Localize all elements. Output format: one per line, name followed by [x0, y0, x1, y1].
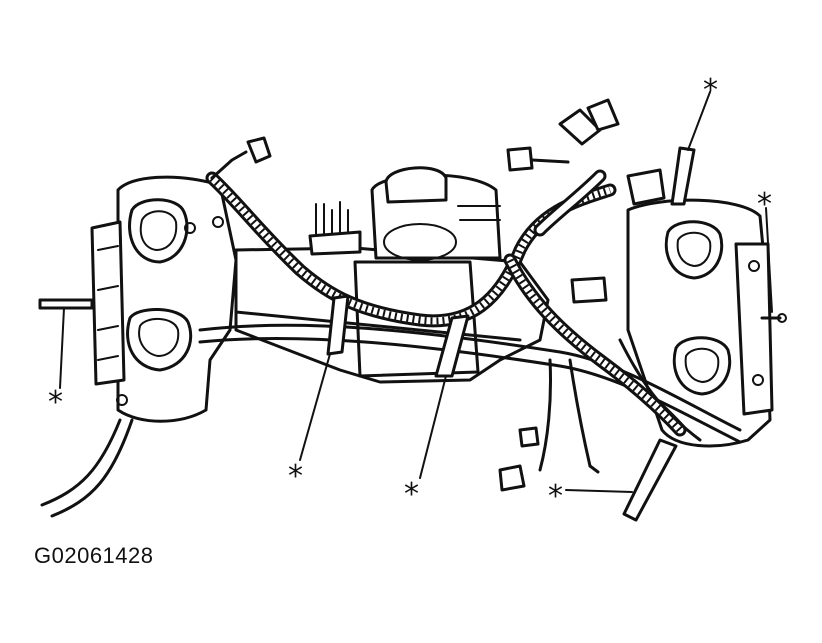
- leader-line-left: [59, 307, 65, 389]
- leader-line-center: [419, 375, 447, 479]
- wiring-harness: [205, 136, 702, 472]
- left-intake-manifold: [90, 175, 238, 423]
- leader-line-right: [765, 207, 773, 313]
- marker-asterisk-center-left: *: [288, 459, 303, 494]
- marker-asterisk-left: *: [48, 385, 63, 420]
- marker-asterisk-right: *: [757, 187, 772, 222]
- leader-line-bottom-right: [565, 489, 633, 493]
- lower-left-hose: [40, 418, 134, 518]
- right-intake-manifold: [626, 198, 787, 448]
- marker-asterisk-top-right: *: [703, 73, 718, 108]
- leader-line-center-left: [299, 353, 331, 461]
- leader-line-top-right: [687, 91, 711, 151]
- connectors: [498, 98, 666, 492]
- marker-asterisk-bottom-right: *: [548, 479, 563, 514]
- harness-clips: [38, 146, 696, 522]
- figure-code: G02061428: [34, 543, 154, 568]
- marker-asterisk-center: *: [404, 477, 419, 512]
- fuel-pipes: [198, 310, 742, 444]
- leader-lines: [59, 91, 773, 493]
